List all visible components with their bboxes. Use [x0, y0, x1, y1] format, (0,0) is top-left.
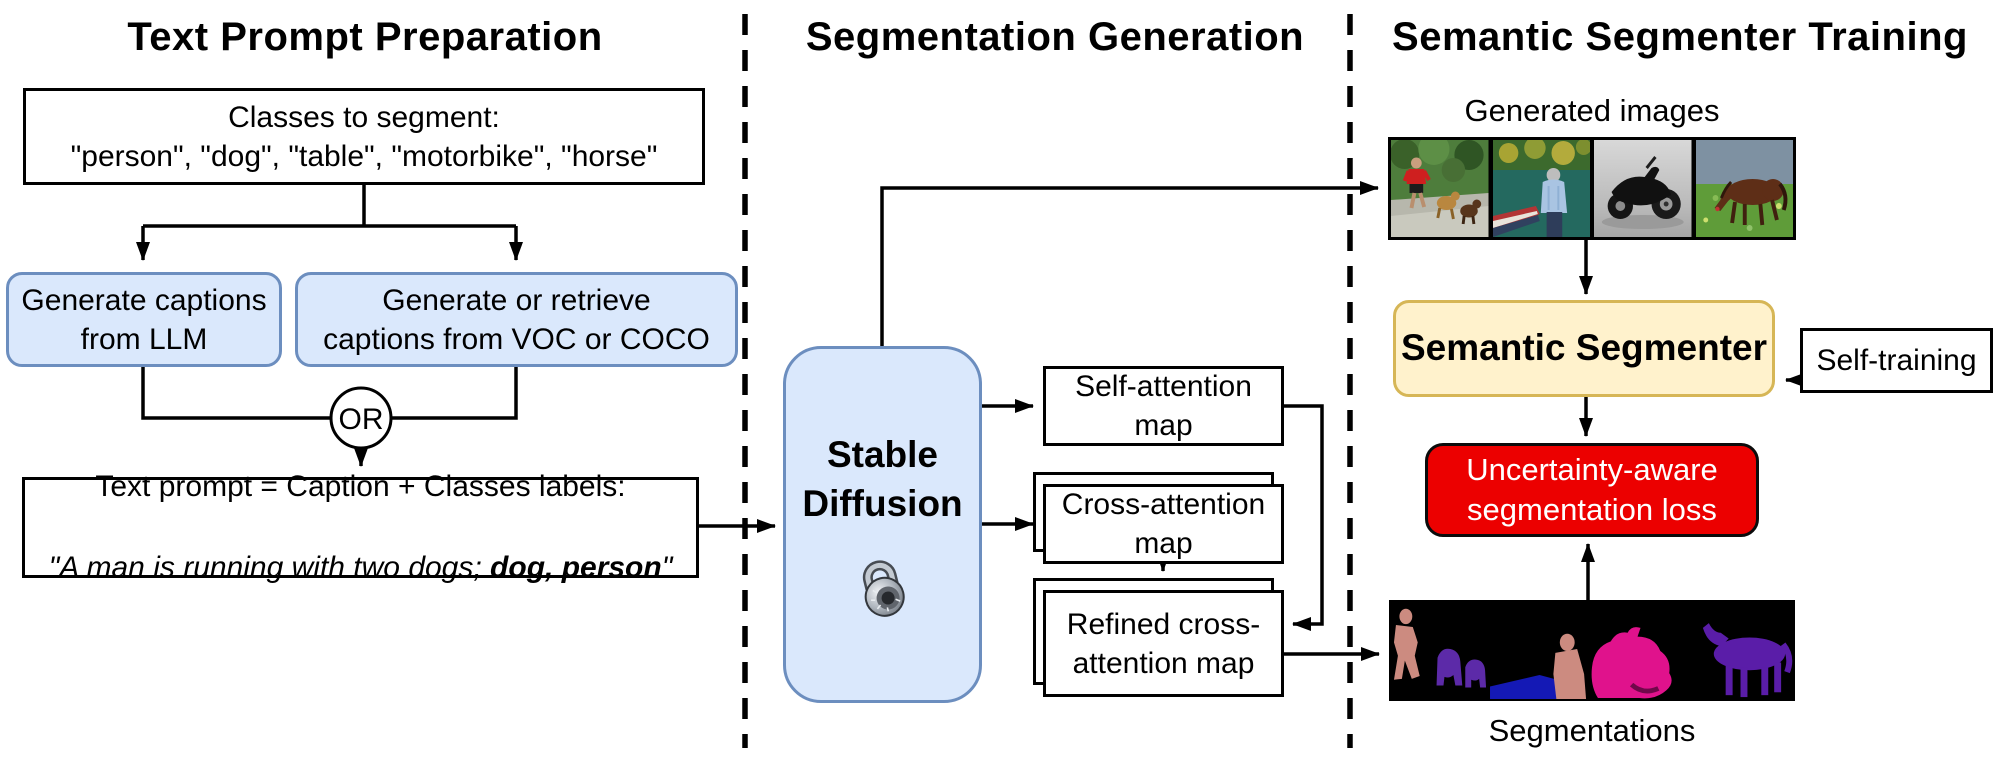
- text-prompt-box: Text prompt = Caption + Classes labels: …: [22, 470, 699, 584]
- photo-man-by-lake-boat: [1488, 140, 1590, 237]
- text-prompt-line1: Text prompt = Caption + Classes labels:: [95, 469, 626, 503]
- text-prompt-quote: "A man is running with two dogs; dog, pe…: [49, 507, 673, 588]
- or-connector-circle: [329, 386, 393, 450]
- self-attention-map-box: Self-attention map: [1043, 366, 1284, 446]
- quote-class-labels: dog, person: [490, 550, 662, 584]
- seg-motorbike: [1591, 627, 1672, 699]
- segmentations-strip: [1389, 600, 1795, 701]
- generated-images-strip: [1388, 137, 1796, 240]
- self-training-box: Self-training: [1800, 328, 1993, 393]
- title-segmentation-generation: Segmentation Generation: [805, 15, 1305, 59]
- or-connector-label: OR: [338, 403, 384, 436]
- classes-to-segment-box: Classes to segment: "person", "dog", "ta…: [23, 88, 705, 185]
- photo-man-running-with-dogs: [1391, 140, 1489, 237]
- generate-retrieve-captions-box: Generate or retrieve captions from VOC o…: [295, 272, 738, 367]
- uncertainty-loss-box: Uncertainty-aware segmentation loss: [1425, 443, 1759, 537]
- generated-images-label: Generated images: [1464, 93, 1720, 128]
- stable-diffusion-box: Stable Diffusion: [783, 346, 982, 703]
- seg-boat: [1490, 674, 1558, 699]
- title-text-prompt-preparation: Text Prompt Preparation: [127, 15, 603, 59]
- segmentations-label: Segmentations: [1488, 713, 1696, 748]
- refined-cross-attention-box: Refined cross- attention map: [1043, 590, 1284, 697]
- seg-horse: [1702, 623, 1793, 698]
- seg-dogs: [1436, 648, 1487, 688]
- quote-prefix: "A man is running with two dogs;: [48, 550, 491, 584]
- seg-person-1: [1393, 608, 1420, 680]
- stable-diffusion-label: Stable Diffusion: [802, 434, 963, 524]
- title-semantic-segmenter-training: Semantic Segmenter Training: [1392, 15, 1968, 59]
- generate-captions-llm-box: Generate captions from LLM: [6, 272, 282, 367]
- semantic-segmenter-box: Semantic Segmenter: [1393, 300, 1775, 397]
- quote-suffix: ": [661, 550, 673, 584]
- photo-black-motorbike: [1590, 140, 1692, 237]
- cross-attention-map-box: Cross-attention map: [1043, 484, 1284, 564]
- photo-brown-horse-field: [1691, 140, 1793, 237]
- frozen-lock-icon: [862, 560, 905, 617]
- seg-person-2: [1553, 633, 1587, 699]
